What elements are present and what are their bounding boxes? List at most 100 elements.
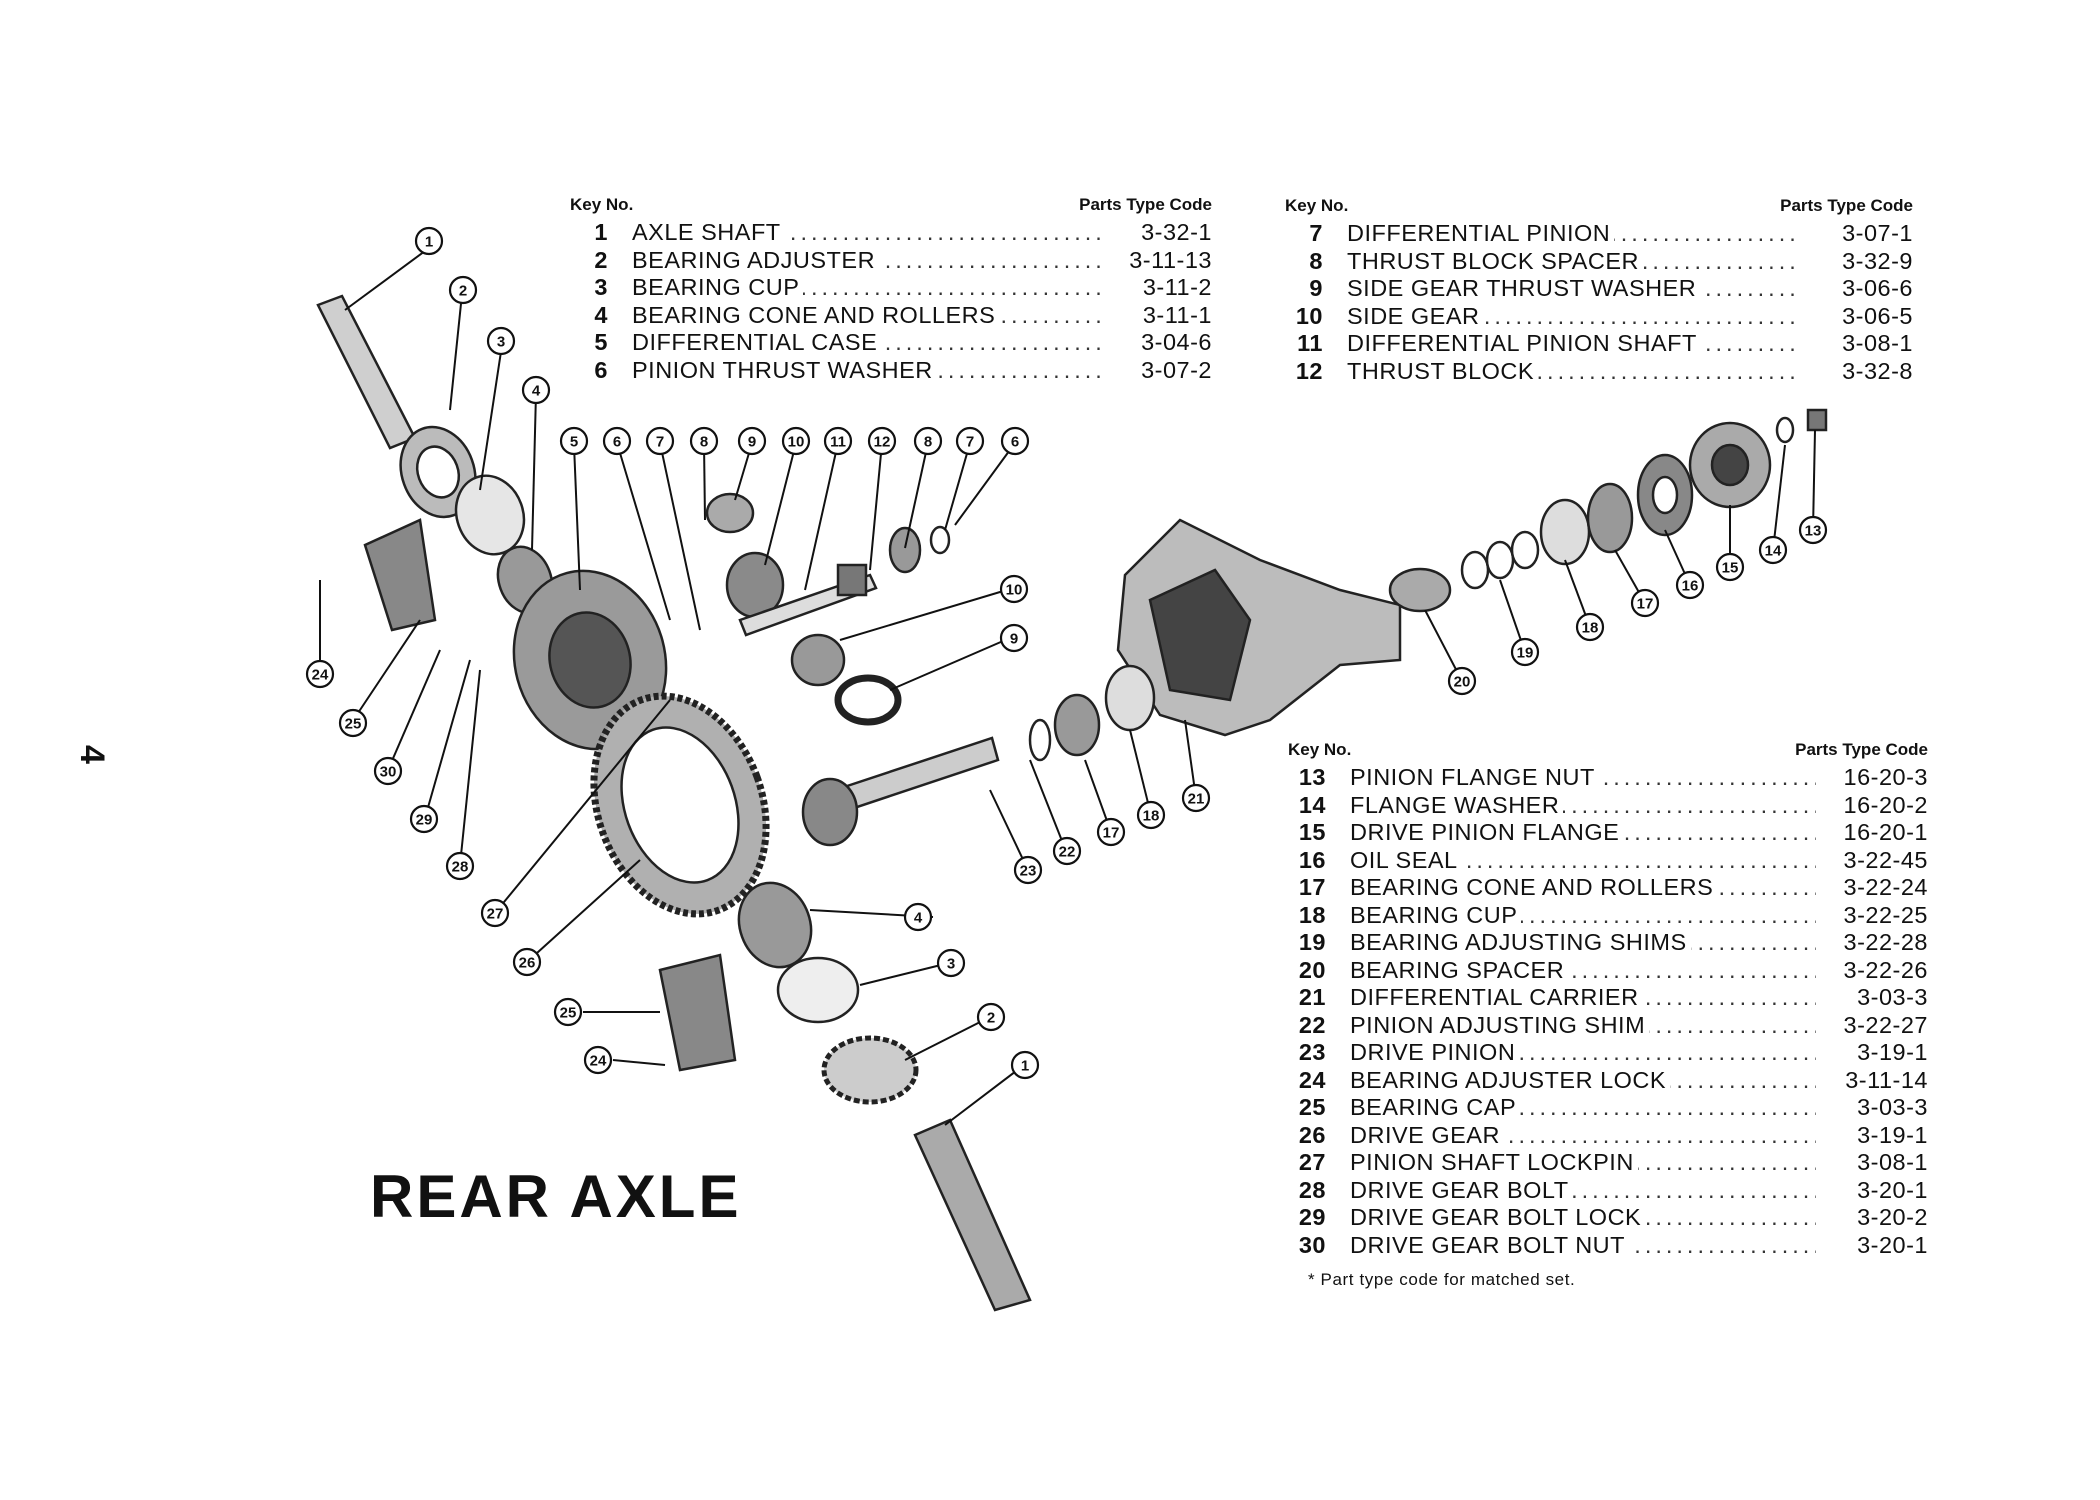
callout: 8 (689, 426, 719, 456)
svg-text:26: 26 (519, 955, 536, 972)
callout: 4 (903, 902, 933, 932)
parts-table-3: Key No. Parts Type Code 13..............… (1288, 740, 1928, 1259)
svg-text:25: 25 (345, 716, 362, 733)
callout: 10 (781, 426, 811, 456)
svg-text:10: 10 (1006, 582, 1023, 599)
table-row: 20......................................… (1298, 956, 1928, 984)
callout: 21 (1181, 783, 1211, 813)
svg-text:10: 10 (788, 434, 805, 451)
callout: 9 (737, 426, 767, 456)
callout: 2 (976, 1002, 1006, 1032)
callout: 20 (1447, 666, 1477, 696)
svg-text:7: 7 (966, 434, 974, 451)
callout: 10 (999, 574, 1029, 604)
callout: 13 (1798, 515, 1828, 545)
callout: 29 (409, 804, 439, 834)
svg-text:29: 29 (416, 812, 433, 829)
table-row: 4.......................................… (594, 301, 1212, 329)
table-row: 17......................................… (1298, 874, 1928, 901)
svg-text:21: 21 (1188, 791, 1205, 808)
svg-text:9: 9 (1010, 631, 1018, 648)
table-row: 14......................................… (1298, 791, 1928, 819)
svg-text:17: 17 (1637, 596, 1654, 613)
table-row: 25......................................… (1298, 1094, 1928, 1121)
callout: 24 (305, 659, 335, 689)
callout: 9 (999, 623, 1029, 653)
table-row: 2.......................................… (594, 246, 1212, 274)
parts-table-1: Key No. Parts Type Code 1...............… (570, 195, 1212, 384)
svg-text:1: 1 (1021, 1058, 1029, 1075)
callout: 18 (1575, 612, 1605, 642)
table-row: 29......................................… (1298, 1204, 1928, 1231)
table-row: 23......................................… (1298, 1039, 1928, 1066)
table-row: 8.......................................… (1309, 247, 1913, 275)
callout: 16 (1675, 570, 1705, 600)
svg-text:11: 11 (830, 434, 846, 451)
svg-text:3: 3 (497, 334, 505, 351)
svg-text:9: 9 (748, 434, 756, 451)
table-row: 26......................................… (1298, 1121, 1928, 1149)
page-title: REAR AXLE (370, 1163, 742, 1230)
svg-text:4: 4 (532, 383, 541, 400)
callout: 5 (559, 426, 589, 456)
svg-text:28: 28 (452, 859, 469, 876)
callout: 23 (1013, 855, 1043, 885)
svg-text:16: 16 (1682, 578, 1699, 595)
table-row: 9.......................................… (1309, 275, 1913, 302)
svg-text:18: 18 (1582, 620, 1599, 637)
callout: 8 (913, 426, 943, 456)
svg-text:4: 4 (914, 910, 923, 927)
table-row: 22......................................… (1298, 1011, 1928, 1039)
callout: 18 (1136, 800, 1166, 830)
table-row: 15......................................… (1298, 819, 1928, 846)
callout: 17 (1096, 817, 1126, 847)
callout: 6 (602, 426, 632, 456)
callout: 6 (1000, 426, 1030, 456)
svg-text:2: 2 (987, 1010, 995, 1027)
svg-text:13: 13 (1805, 523, 1822, 540)
callout: 11 (823, 426, 853, 456)
svg-text:24: 24 (590, 1053, 607, 1070)
table-row: 12......................................… (1295, 357, 1913, 385)
table-row: 13......................................… (1298, 764, 1928, 791)
callout: 19 (1510, 637, 1540, 667)
table-row: 27......................................… (1298, 1149, 1928, 1176)
parts-type-code-header: Parts Type Code (1795, 740, 1928, 759)
callout: 4 (521, 375, 551, 405)
parts-type-code-header: Parts Type Code (1079, 195, 1212, 214)
key-no-header: Key No. (1285, 196, 1349, 215)
svg-text:17: 17 (1103, 825, 1120, 842)
key-no-header: Key No. (570, 195, 634, 214)
table-row: 16......................................… (1298, 846, 1928, 874)
svg-text:30: 30 (380, 764, 397, 781)
callout: 2 (448, 275, 478, 305)
callout: 7 (645, 426, 675, 456)
key-no-header: Key No. (1288, 740, 1352, 759)
table-row: 1.......................................… (594, 219, 1212, 246)
svg-text:6: 6 (613, 434, 621, 451)
svg-text:3: 3 (947, 956, 955, 973)
callout: 3 (486, 326, 516, 356)
table-row: 30......................................… (1298, 1231, 1928, 1259)
table-row: 6.......................................… (594, 356, 1212, 384)
svg-text:12: 12 (874, 434, 891, 451)
svg-text:19: 19 (1517, 645, 1534, 662)
parts-table-2: Key No. Parts Type Code 7...............… (1285, 196, 1913, 385)
callout: 30 (373, 756, 403, 786)
callout: 26 (512, 947, 542, 977)
table-row: 21......................................… (1298, 984, 1928, 1011)
svg-text:2: 2 (459, 283, 467, 300)
table-header: Key No. Parts Type Code (1288, 740, 1928, 764)
svg-text:8: 8 (924, 434, 932, 451)
matched-set-footnote: * Part type code for matched set. (1308, 1270, 1576, 1289)
svg-text:6: 6 (1011, 434, 1019, 451)
svg-text:1: 1 (425, 234, 433, 251)
table-row: 18......................................… (1298, 901, 1928, 929)
table-header: Key No. Parts Type Code (570, 195, 1212, 219)
callout: 17 (1630, 588, 1660, 618)
svg-text:24: 24 (312, 667, 329, 684)
callout: 15 (1715, 552, 1745, 582)
svg-text:5: 5 (570, 434, 578, 451)
svg-text:7: 7 (656, 434, 664, 451)
